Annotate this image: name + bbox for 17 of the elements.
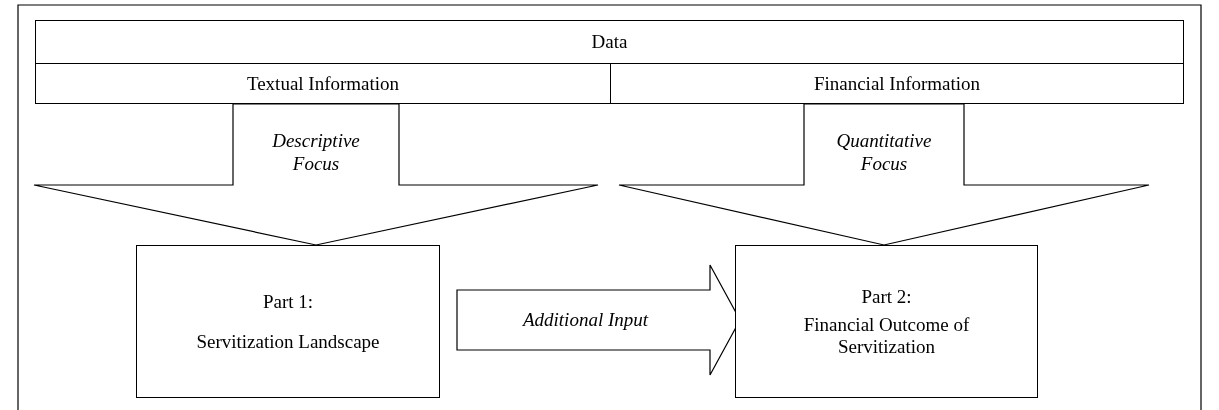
process-box [136,245,440,398]
block-arrow [618,103,1150,246]
box-text: Textual Information [246,72,400,95]
process-box [735,245,1038,398]
box-heading: Data [591,31,628,53]
box-text: Financial Outcome of Servitization [802,313,971,358]
edge-label: Descriptive Focus [271,128,361,177]
edge-label: Additional Input [521,308,650,332]
block-arrow [33,103,599,246]
box-heading: Part 1: [262,290,314,313]
header-cell [610,63,1184,104]
box-heading: Part 2: [861,285,912,308]
header-cell [35,63,611,104]
box-text: Servitization Landscape [196,330,380,353]
header-cell [35,20,1184,64]
box-text: Financial Information [813,72,981,95]
edge-label: Quantitative Focus [835,128,933,177]
